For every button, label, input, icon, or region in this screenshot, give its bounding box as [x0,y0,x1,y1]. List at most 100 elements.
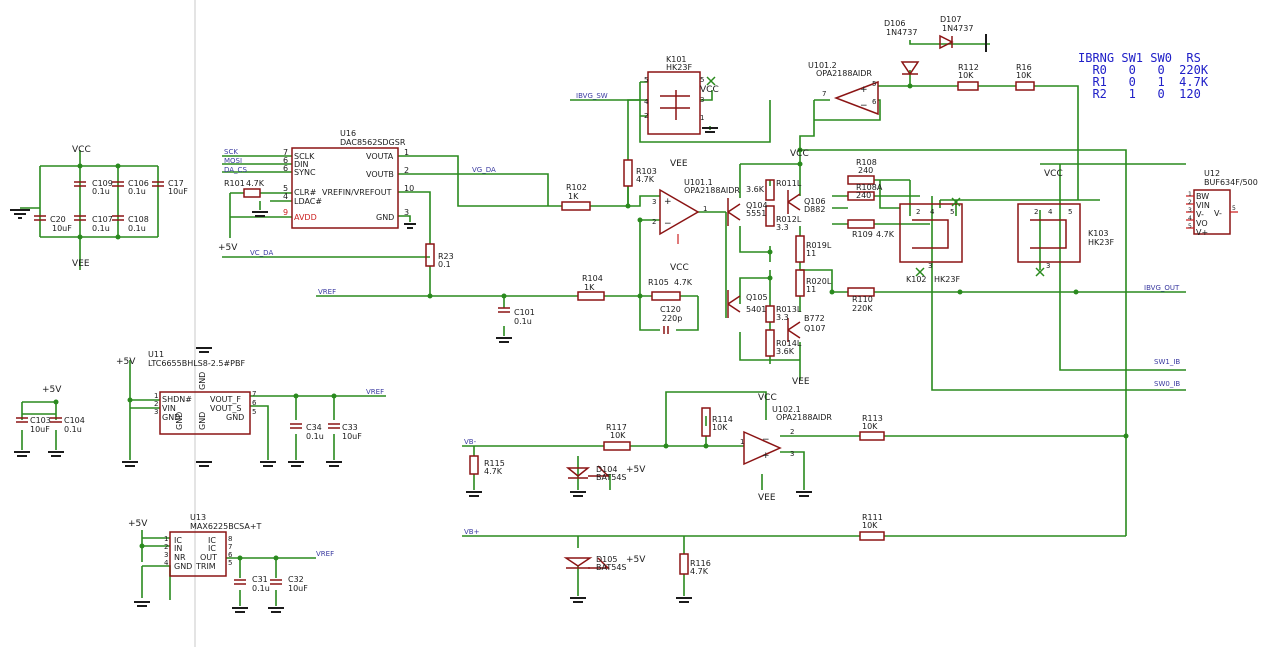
u16-pinnum-6: 6 [283,156,288,165]
u13-pin-in: IN [174,544,182,553]
u11-ref: U11 [148,350,164,359]
r108a-val: 240 [856,191,871,200]
power-p5v-3: +5V [42,385,62,395]
r103-extra-val: 3.6K [746,185,765,194]
power-p5v-4: +5V [626,465,646,475]
r115-ref: R115 [484,459,505,468]
u102-1-plus: + [762,451,770,461]
u101-1-minus: − [664,219,672,229]
u11-pin-shdn: SHDN# [162,395,192,404]
r104-val: 1K [584,283,595,292]
u16-pinnum-4: 4 [283,192,288,201]
u13-pinnum-2: 2 [164,543,168,551]
r011l-ref: R011L [776,179,802,188]
u13-pinnum-1: 1 [164,535,168,543]
net-vc-da: VC_DA [250,249,273,257]
u11-pinnum-6: 6 [252,399,257,407]
r102-ref: R102 [566,183,587,192]
range-table: IBRNG SW1 SW0 RS R0 0 0 220K R1 0 1 4.7K… [1078,52,1208,100]
r114-ref: R114 [712,415,733,424]
u12-pin-vminus-right: V- [1214,209,1222,218]
c103-val: 10uF [30,425,50,434]
u102-1-pinnum-2: 2 [790,428,794,436]
r019l-ref: R019L [806,241,832,250]
u102-1-part: OPA2188AIDR [776,413,832,422]
u13-pinnum-7: 7 [228,543,232,551]
r117-val: 10K [610,431,626,440]
u101-2-ref: U101.2 [808,61,837,70]
k103-pinnum-2: 2 [1034,208,1038,216]
q105-ref: Q105 [746,293,768,302]
u11-pin-vouts: VOUT_S [210,404,241,413]
net-sw0-ib: SW0_IB [1154,380,1180,388]
r16-ref: R16 [1016,63,1032,72]
u11-pin-gnd2: GND [226,413,244,422]
power-vcc-3: VCC [700,85,719,95]
u101-2-part: OPA2188AIDR [816,69,872,78]
q106-part: D882 [804,205,825,214]
r105-ref: R105 [648,278,669,287]
u102-1-pinnum-3: 3 [790,450,794,458]
power-vee-3: VEE [792,377,810,387]
range-table-row: R1 0 1 4.7K [1078,75,1209,89]
r012l-ref: R012L [776,215,802,224]
q107-part: B772 [804,314,825,323]
q106-ref: Q106 [804,197,826,206]
u16-pin-ldac: LDAC# [294,197,322,206]
u11-part: LTC6655BHLS8-2.5#PBF [148,359,245,368]
k102-pinnum-4: 4 [930,208,935,216]
r113-val: 10K [862,422,878,431]
power-vcc-1: VCC [72,145,91,155]
power-p5v-6: +5V [128,519,148,529]
c106-ref: C106 [128,179,149,188]
u12-pinnum-1: 1 [1188,191,1192,198]
u11-pin-voutf: VOUT_F [210,395,241,404]
k103-part: HK23F [1088,238,1114,247]
u101-2-pinnum-7: 7 [822,90,826,98]
u101-1-part: OPA2188AIDR [684,186,740,195]
c104-ref: C104 [64,416,85,425]
c109-val: 0.1u [92,187,110,196]
r101-val: 4.7K [246,179,265,188]
net-sck: SCK [224,148,238,156]
k102-pinnum-3: 3 [928,262,932,270]
u16-pinnum-1: 1 [404,148,409,157]
pin-stubs [677,195,1238,244]
c101-val: 0.1u [514,317,532,326]
r108-ref: R108 [856,158,877,167]
c107-ref: C107 [92,215,113,224]
c20-val: 10uF [52,224,72,233]
u11-pinnum-5: 5 [252,408,256,416]
u12-pin-vminus: V- [1196,210,1204,219]
r113-ref: R113 [862,414,883,423]
k101-body [647,71,701,135]
c108-ref: C108 [128,215,149,224]
c31-val: 0.1u [252,584,270,593]
net-labels: SCK MOSI DA_CS VG_DA VC_DA VREF VREF VRE… [224,92,1180,558]
u11-pin-vin: VIN [162,404,176,413]
r111-ref: R111 [862,513,883,522]
r102-val: 1K [568,192,579,201]
r116-ref: R116 [690,559,711,568]
u13-pinnum-5: 5 [228,559,232,567]
u101-2-pinnum-5: 5 [872,80,876,88]
c31-ref: C31 [252,575,268,584]
r111-val: 10K [862,521,878,530]
u13-pin-ic3: IC [208,544,216,553]
u16-pinnum-2: 2 [404,166,409,175]
u13-pin-ic: IC [174,536,182,545]
k102-pinnum-5: 5 [950,208,954,216]
u101-1-ref: U101.1 [684,178,713,187]
range-table-row: R0 0 0 220K [1078,63,1209,77]
u12-pin-vplus: V+ [1196,228,1208,237]
u12-part: BUF634F/500 [1204,178,1258,187]
u16-pinnum-6b: 6 [283,164,288,173]
u12-pinnum-4: 4 [1188,215,1192,222]
r108-val: 240 [858,166,873,175]
k102-pinnum-2: 2 [916,208,920,216]
r112-val: 10K [958,71,974,80]
u16-pinnum-10: 10 [404,184,414,193]
u13-pin-trim: TRIM [195,562,216,571]
net-sw1-ib: SW1_IB [1154,358,1180,366]
u13-ref: U13 [190,513,206,522]
